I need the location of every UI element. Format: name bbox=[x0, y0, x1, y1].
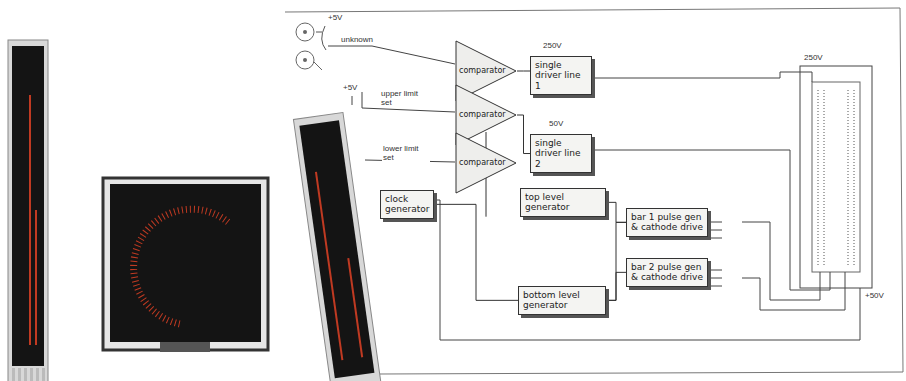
connector bbox=[606, 202, 626, 222]
process-box: bar 1 pulse gen & cathode drive bbox=[626, 208, 708, 237]
connector bbox=[434, 204, 518, 300]
process-box: top level generator bbox=[520, 188, 606, 217]
node-text: comparator bbox=[459, 110, 506, 119]
node-text: clock generator bbox=[385, 194, 429, 215]
signal-label: +5V bbox=[342, 84, 358, 93]
node-text: single driver line 1 bbox=[535, 60, 587, 91]
node-text: comparator bbox=[459, 158, 506, 167]
signal-label: 50V bbox=[548, 120, 564, 129]
node-text: single driver line 2 bbox=[535, 138, 587, 169]
process-box: bottom level generator bbox=[518, 286, 606, 315]
connector bbox=[517, 115, 530, 154]
signal-label: +50V bbox=[864, 292, 885, 301]
node-text: bar 1 pulse gen & cathode drive bbox=[631, 212, 703, 233]
connector bbox=[517, 71, 530, 72]
node-text: top level generator bbox=[525, 192, 601, 213]
process-box: bar 2 pulse gen & cathode drive bbox=[626, 258, 708, 287]
process-box: single driver line 1 bbox=[530, 56, 592, 95]
node-text: bottom level generator bbox=[523, 290, 601, 311]
signal-label: upper limit set bbox=[380, 90, 428, 108]
signal-label: +5V bbox=[327, 14, 343, 23]
node-text: comparator bbox=[459, 66, 506, 75]
node-text: bar 2 pulse gen & cathode drive bbox=[631, 262, 703, 283]
connector bbox=[606, 222, 626, 300]
signal-label: 250V bbox=[542, 42, 563, 51]
process-box: single driver line 2 bbox=[530, 134, 592, 173]
signal-label: 250V bbox=[803, 54, 824, 63]
signal-label: unknown bbox=[340, 36, 374, 45]
comparator-triangle: comparator bbox=[455, 132, 517, 194]
signal-label: lower limit set bbox=[382, 145, 430, 163]
process-box: clock generator bbox=[380, 190, 434, 219]
